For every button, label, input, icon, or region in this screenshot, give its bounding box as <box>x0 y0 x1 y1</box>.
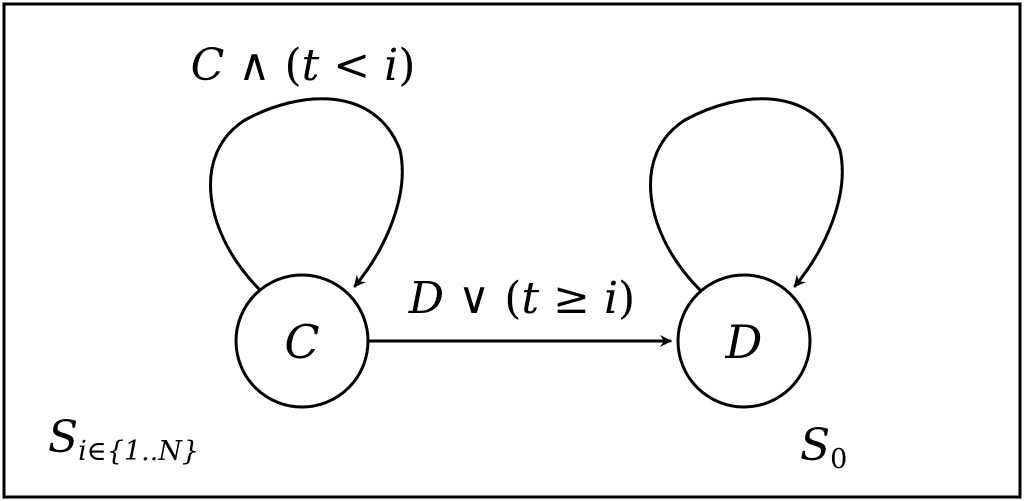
state-name: S <box>800 420 830 471</box>
edge-label-part: ≥ <box>539 273 604 324</box>
edge-label-part: < <box>319 40 384 91</box>
edge-label-part: D <box>408 273 444 324</box>
edge-label-part: ∧ <box>224 40 284 91</box>
edge-label-part: ∨ <box>444 273 504 324</box>
edge-label-part: ( <box>284 40 301 91</box>
edge-label-part: ) <box>618 273 635 324</box>
edge-label-cooperate-to-defect: D ∨ (t ≥ i) <box>408 273 635 324</box>
edge-label-part: ( <box>504 273 521 324</box>
edge-cooperate-self-loop <box>209 97 404 292</box>
node-cooperate-label: C <box>284 315 319 369</box>
node-cooperate-circle <box>234 273 370 409</box>
state-name: S <box>48 412 78 463</box>
edge-label-part: t <box>302 40 320 91</box>
edge-label-part: ) <box>398 40 415 91</box>
edge-defect-self-loop <box>649 97 844 292</box>
node-defect-label: D <box>725 315 763 369</box>
state-label-cooperate: Si∈{1..N} <box>48 412 199 467</box>
state-subscript: 0 <box>830 444 847 475</box>
edge-label-part: C <box>191 40 225 91</box>
edge-label-part: i <box>604 273 618 324</box>
edge-label-part: i <box>384 40 398 91</box>
node-defect-circle <box>676 273 812 409</box>
edge-label-cooperate-loop: C ∧ (t < i) <box>191 40 416 91</box>
edge-label-part: t <box>521 273 539 324</box>
state-subscript: i∈{1..N} <box>78 436 199 467</box>
state-label-defect: S0 <box>800 420 847 475</box>
